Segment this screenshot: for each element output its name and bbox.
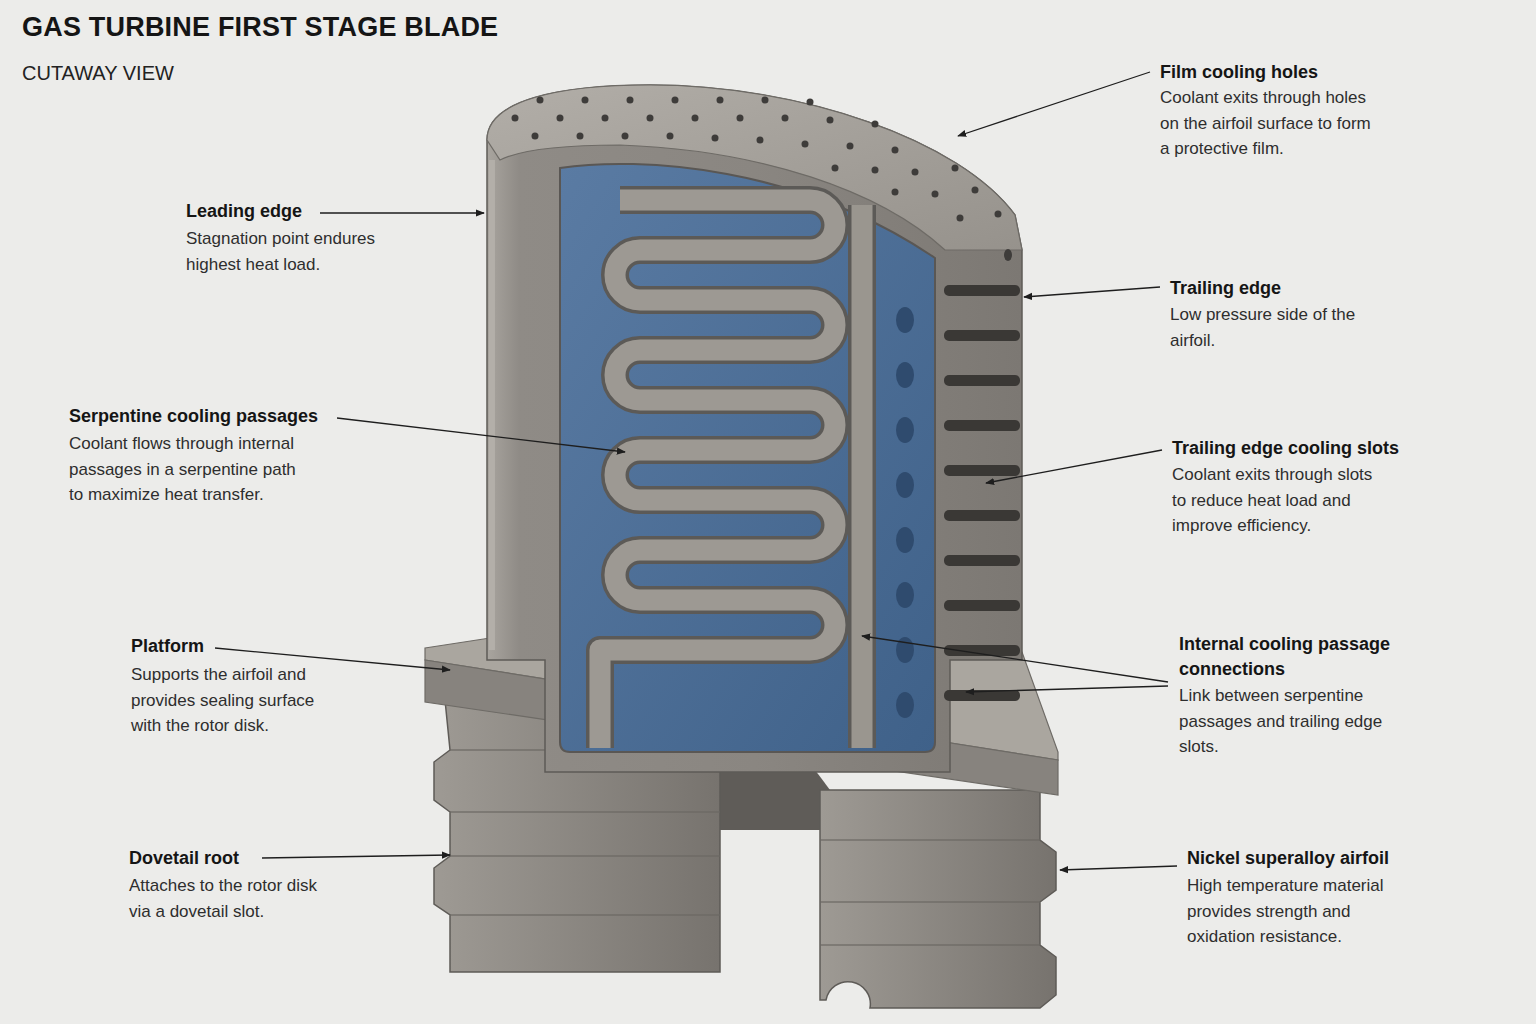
leader-line bbox=[1024, 287, 1160, 297]
leader-line bbox=[862, 636, 1168, 682]
leader-line bbox=[262, 855, 450, 858]
callout-heading: Leading edge bbox=[186, 199, 302, 224]
leader-line bbox=[337, 418, 625, 452]
airfoil-body bbox=[487, 85, 1022, 772]
callout-text: Stagnation point endures highest heat lo… bbox=[186, 226, 406, 277]
cooling-cavity bbox=[560, 164, 935, 752]
callout-text: Coolant exits through slots to reduce he… bbox=[1172, 462, 1382, 539]
callout-heading: Internal cooling passage connections bbox=[1179, 632, 1409, 682]
subtitle: CUTAWAY VIEW bbox=[22, 62, 174, 85]
callout-heading: Trailing edge cooling slots bbox=[1172, 436, 1399, 461]
callout-heading: Trailing edge bbox=[1170, 276, 1281, 301]
callout-heading: Nickel superalloy airfoil bbox=[1187, 846, 1389, 871]
leader-lines bbox=[215, 72, 1177, 870]
trailing-edge-slots bbox=[944, 285, 1020, 701]
leader-line bbox=[1060, 866, 1177, 870]
leader-line bbox=[986, 450, 1162, 483]
callout-heading: Platform bbox=[131, 634, 204, 659]
callout-text: Low pressure side of the airfoil. bbox=[1170, 302, 1375, 353]
diagram-title: GAS TURBINE FIRST STAGE BLADE bbox=[22, 12, 498, 43]
leader-line bbox=[320, 212, 484, 213]
callout-heading: Film cooling holes bbox=[1160, 60, 1318, 85]
callout-text: Link between serpentine passages and tra… bbox=[1179, 683, 1394, 760]
callout-text: Attaches to the rotor disk via a dovetai… bbox=[129, 873, 329, 924]
leader-line bbox=[966, 686, 1168, 692]
callout-text: Coolant flows through internal passages … bbox=[69, 431, 305, 508]
callout-heading: Dovetail root bbox=[129, 846, 239, 871]
callout-text: Coolant exits through holes on the airfo… bbox=[1160, 85, 1378, 162]
callout-heading: Serpentine cooling passages bbox=[69, 404, 318, 429]
leader-line bbox=[958, 72, 1150, 136]
callout-text: Supports the airfoil and provides sealin… bbox=[131, 662, 336, 739]
callout-text: High temperature material provides stren… bbox=[1187, 873, 1397, 950]
